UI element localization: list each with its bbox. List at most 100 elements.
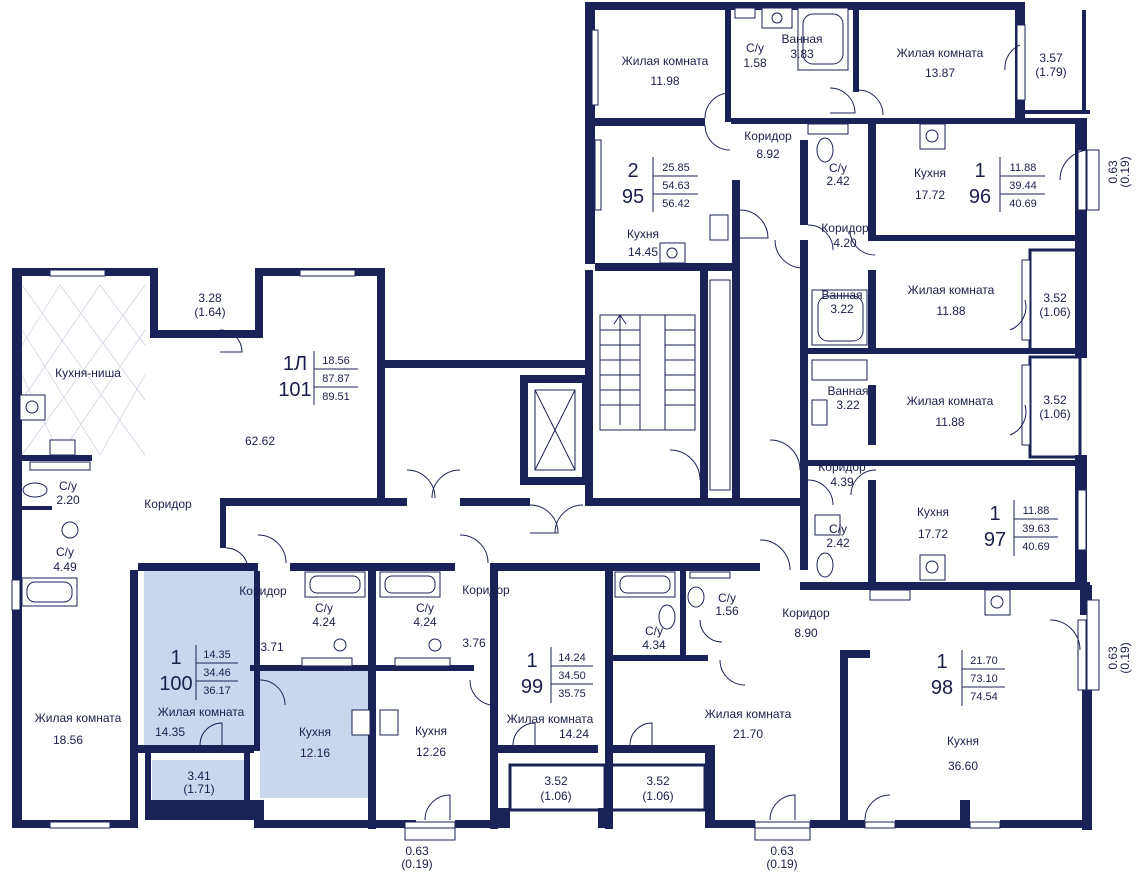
balcony-area-reduced: (0.19): [1118, 156, 1132, 187]
svg-text:С/у2.42: С/у2.42: [826, 522, 850, 550]
room-label: Кухня: [415, 724, 447, 738]
room-area: 1.56: [715, 604, 739, 618]
room-label: Кухня: [917, 505, 949, 519]
balcony-area-reduced: (1.06): [642, 789, 673, 803]
living-area: 21.70: [970, 655, 998, 667]
door-swings: [199, 44, 1091, 821]
room-label: Кухня: [947, 734, 979, 748]
room-area: 14.45: [628, 245, 658, 259]
apartment-96-info[interactable]: 1 96 11.88 39.44 40.69: [969, 157, 1045, 212]
apartment-rooms: 1: [170, 647, 181, 669]
apartment-100-info[interactable]: 1 100 14.35 34.46 36.17: [159, 645, 238, 700]
total-area-with-balcony: 40.69: [1022, 541, 1050, 553]
apartment-98-info[interactable]: 1 98 21.70 73.10 74.54: [931, 650, 1005, 706]
room-area: 8.90: [794, 626, 818, 640]
room-label: Ванная: [827, 384, 868, 398]
total-area-with-balcony: 56.42: [662, 198, 690, 210]
staircase: [534, 279, 731, 491]
room-label: С/у: [829, 161, 847, 175]
balcony-area-reduced: (0.19): [401, 857, 432, 871]
fixtures: [19, 7, 1011, 736]
apartment-number: 100: [159, 673, 192, 695]
room-label: Коридор: [821, 221, 869, 235]
room-label: Жилая комната: [705, 707, 792, 721]
room-label: Кухня: [299, 725, 331, 739]
svg-text:С/у1.56: С/у1.56: [715, 591, 739, 618]
room-area: 3.83: [790, 47, 814, 61]
room-area: 1.58: [743, 56, 767, 70]
total-area-with-balcony: 89.51: [322, 391, 350, 403]
room-label: С/у: [829, 522, 847, 536]
room-area: 4.34: [642, 638, 666, 652]
total-area: 54.63: [662, 180, 690, 192]
apartment-rooms: 1: [989, 503, 1000, 525]
apartment-99-info[interactable]: 1 99 14.24 34.50 35.75: [521, 647, 593, 703]
balcony-area-reduced: (0.19): [1118, 642, 1132, 673]
living-area: 25.85: [662, 162, 690, 174]
apartment-number: 101: [278, 379, 311, 401]
apartment-rooms: 1: [936, 651, 947, 673]
balcony-area: 0.63: [405, 844, 429, 858]
apartment-number: 97: [984, 529, 1006, 551]
room-area: 3.22: [830, 302, 854, 316]
total-area-with-balcony: 74.54: [970, 691, 998, 703]
room-label: С/у: [746, 41, 764, 55]
svg-text:3.57(1.79): 3.57(1.79): [1035, 51, 1066, 79]
apartment-number: 95: [622, 186, 644, 208]
kitchen-niche-hatch: [21, 284, 146, 456]
room-label: С/у: [645, 624, 663, 638]
total-area: 34.50: [558, 670, 586, 682]
balcony-area-reduced: (0.19): [766, 857, 797, 871]
apartment-number: 98: [931, 677, 953, 699]
living-area: 11.88: [1023, 505, 1050, 517]
room-label: Ванная: [821, 288, 862, 302]
svg-text:С/у4.34: С/у4.34: [642, 624, 666, 652]
total-area: 73.10: [970, 673, 998, 685]
total-area: 39.63: [1022, 523, 1050, 535]
apartment-97-info[interactable]: 1 97 11.88 39.63 40.69: [984, 500, 1058, 556]
svg-text:С/у2.42: С/у2.42: [826, 161, 850, 188]
room-area: 3.22: [836, 398, 860, 412]
svg-text:0.63(0.19): 0.63(0.19): [1106, 156, 1132, 187]
svg-text:3.52(1.06): 3.52(1.06): [540, 774, 571, 803]
room-area: 17.72: [915, 188, 945, 202]
room-label: Коридор: [818, 460, 866, 474]
balcony-area: 3.28: [198, 291, 222, 305]
apartment-rooms: 1Л: [283, 353, 307, 375]
room-area: 4.20: [833, 236, 857, 250]
room-label: С/у: [59, 479, 77, 493]
svg-text:С/у4.24: С/у4.24: [413, 601, 437, 629]
room-area: 13.87: [925, 66, 955, 80]
room-area: 12.26: [416, 745, 446, 759]
balcony-area-reduced: (1.06): [1039, 407, 1070, 421]
total-area-with-balcony: 35.75: [558, 688, 586, 700]
balcony-area: 0.63: [770, 844, 794, 858]
apartment-95-info[interactable]: 2 95 25.85 54.63 56.42: [622, 157, 698, 212]
svg-text:С/у2.20: С/у2.20: [56, 479, 80, 507]
svg-text:С/у4.24: С/у4.24: [312, 601, 336, 629]
apartment-rooms: 1: [526, 650, 537, 672]
balcony-area-reduced: (1.71): [183, 782, 214, 796]
room-area: 4.24: [312, 615, 336, 629]
svg-text:0.63(0.19): 0.63(0.19): [401, 844, 432, 871]
balcony-area-reduced: (1.64): [194, 305, 225, 319]
room-area: 12.16: [300, 746, 330, 760]
room-area: 4.24: [413, 615, 437, 629]
room-label: Жилая комната: [507, 712, 594, 726]
room-area: 11.88: [936, 304, 965, 318]
room-area: 11.88: [935, 415, 964, 429]
room-label: С/у: [315, 601, 333, 615]
room-area: 36.60: [948, 759, 978, 773]
apartment-101-info[interactable]: 1Л 101 18.56 87.87 89.51: [278, 351, 358, 405]
total-area-with-balcony: 40.69: [1009, 198, 1037, 210]
svg-text:3.41(1.71): 3.41(1.71): [183, 769, 214, 796]
